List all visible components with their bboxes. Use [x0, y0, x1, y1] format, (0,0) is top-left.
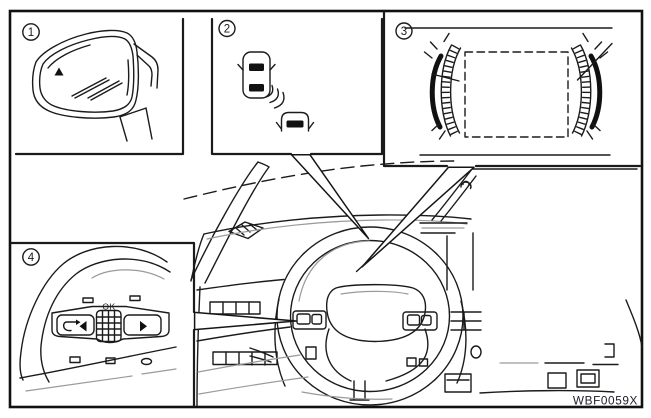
- door-mirror-warning-indicator-icon: [31, 29, 159, 142]
- scroll-pad: [95, 309, 122, 343]
- callout-3-badge: 3: [395, 22, 413, 40]
- left-spoke-switch: [292, 310, 327, 330]
- pointer-from-panel-4: [193, 311, 297, 331]
- airbag-pad: [325, 283, 427, 343]
- left-triangle-icon: [79, 321, 87, 332]
- right-spoke-switch: [402, 311, 438, 331]
- pointer-from-panel-2: [290, 154, 370, 240]
- radar-waves-icon: [265, 84, 285, 109]
- dashboard-illustration: [183, 160, 643, 407]
- callout-1-badge: 1: [22, 23, 40, 41]
- callout-4-label: 4: [28, 252, 35, 264]
- ok-button-label: OK: [102, 302, 115, 312]
- right-gauge-icon: [570, 32, 613, 140]
- pointer-from-panel-3: [361, 166, 475, 268]
- mirror-warning-triangle-icon: [54, 67, 64, 76]
- steering-wheel-ok-controls-icon: OK: [19, 245, 177, 392]
- steering-wheel: [276, 226, 464, 406]
- left-gauge-icon: [423, 32, 462, 140]
- cluster-display-area: [464, 51, 569, 138]
- a-pillar: [190, 161, 270, 284]
- figure-border: [8, 9, 644, 409]
- right-triangle-icon: [140, 321, 147, 332]
- panel-borders: [9, 10, 642, 408]
- speaker-scribble: [460, 180, 472, 190]
- callout-1-label: 1: [28, 27, 34, 39]
- callout-3-label: 3: [401, 26, 407, 38]
- instrument-cluster-display-icon: [404, 27, 613, 156]
- blind-spot-warning-cars-icon: [237, 51, 315, 132]
- callout-2-badge: 2: [218, 19, 236, 38]
- control-pod: [51, 305, 170, 344]
- return-arrow-icon: [62, 319, 81, 332]
- callout-2-label: 2: [224, 24, 230, 36]
- back-button: [56, 314, 95, 336]
- figure-code: WBF0059X: [573, 394, 638, 408]
- callout-badges: 1 2 3 4: [22, 19, 413, 266]
- callout-4-badge: 4: [22, 248, 40, 266]
- right-dash-details: [406, 299, 643, 394]
- callout-pointers: [193, 154, 475, 331]
- next-button: [123, 314, 162, 336]
